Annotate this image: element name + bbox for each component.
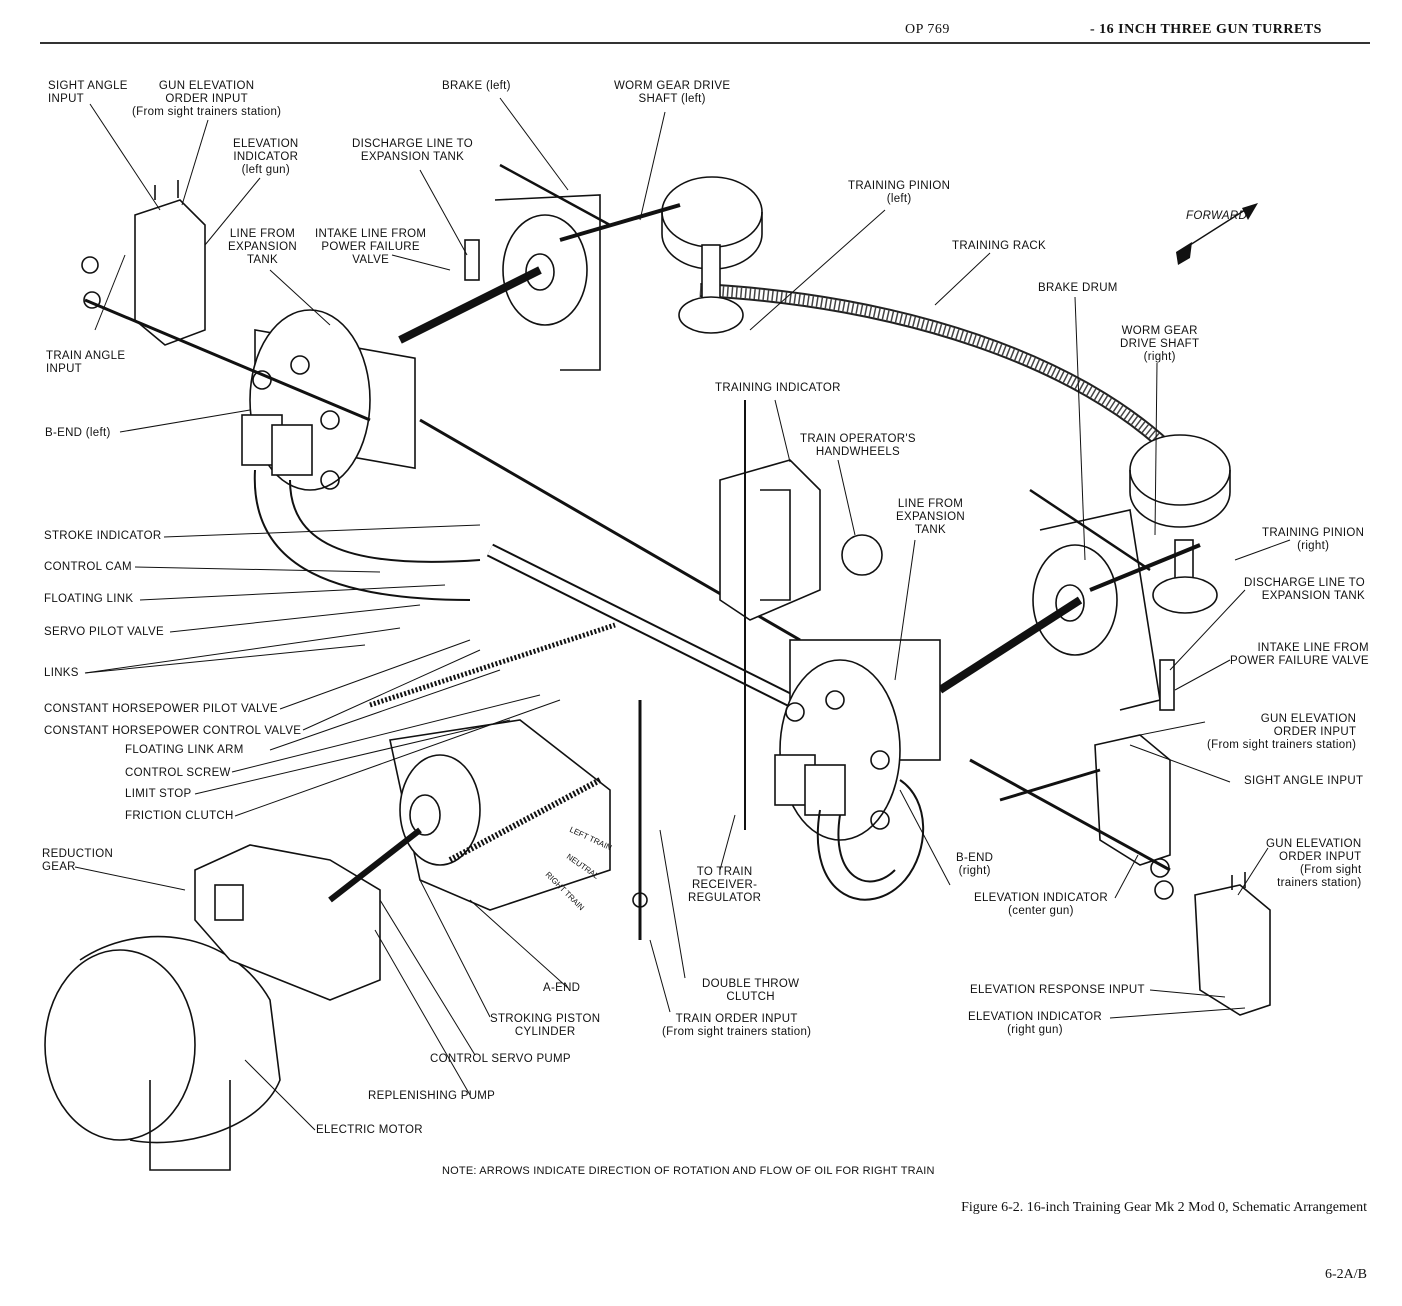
label-b-end-right: B-END (right) — [956, 852, 994, 877]
training-pinion-left — [661, 176, 763, 334]
figure-note: NOTE: ARROWS INDICATE DIRECTION OF ROTAT… — [442, 1165, 935, 1177]
label-gun-elevation-order-input-left: GUN ELEVATION ORDER INPUT (From sight tr… — [132, 80, 282, 118]
label-constant-horsepower-pilot-valve: CONSTANT HORSEPOWER PILOT VALVE — [44, 703, 278, 715]
label-elevation-indicator-center: ELEVATION INDICATOR (center gun) — [974, 892, 1108, 917]
label-training-rack: TRAINING RACK — [952, 240, 1046, 252]
label-gun-elevation-order-input-center: GUN ELEVATION ORDER INPUT (From sight tr… — [1207, 713, 1357, 751]
label-double-throw-clutch: DOUBLE THROW CLUTCH — [702, 978, 800, 1003]
label-discharge-line-right: DISCHARGE LINE TO EXPANSION TANK — [1244, 577, 1365, 602]
electric-motor — [44, 935, 281, 1171]
label-stroke-indicator: STROKE INDICATOR — [44, 530, 162, 542]
label-constant-horsepower-control-valve: CONSTANT HORSEPOWER CONTROL VALVE — [44, 725, 302, 737]
header-rule — [40, 42, 1370, 44]
page-number: 6-2A/B — [1325, 1267, 1367, 1282]
elevation-indicator-right — [1194, 872, 1271, 1016]
long-shaft-left — [398, 266, 542, 344]
label-reduction-gear: REDUCTION GEAR — [42, 848, 114, 873]
long-shaft-right — [937, 596, 1083, 694]
training-rack — [699, 283, 1180, 460]
label-forward: FORWARD — [1186, 210, 1248, 222]
train-operator-handwheel — [841, 534, 883, 576]
label-train-order-input: TRAIN ORDER INPUT (From sight trainers s… — [662, 1013, 812, 1038]
label-servo-pilot-valve: SERVO PILOT VALVE — [44, 626, 164, 638]
label-line-from-expansion-tank-left: LINE FROM EXPANSION TANK — [228, 228, 297, 266]
label-links: LINKS — [44, 667, 79, 679]
label-line-from-expansion-tank-right: LINE FROM EXPANSION TANK — [896, 498, 965, 536]
brake-left — [464, 163, 611, 371]
label-sight-angle-input-right: SIGHT ANGLE INPUT — [1244, 775, 1364, 787]
label-elevation-response-input: ELEVATION RESPONSE INPUT — [970, 984, 1145, 996]
label-floating-link-arm: FLOATING LINK ARM — [125, 744, 244, 756]
label-replenishing-pump: REPLENISHING PUMP — [368, 1090, 496, 1102]
elevation-indicator-center — [1094, 734, 1171, 866]
training-indicator-box — [719, 459, 821, 621]
label-sight-angle-input-left: SIGHT ANGLE INPUT — [48, 80, 128, 105]
label-train-operators-handwheels: TRAIN OPERATOR'S HANDWHEELS — [800, 433, 916, 458]
label-worm-gear-drive-shaft-left: WORM GEAR DRIVE SHAFT (left) — [614, 80, 731, 105]
training-pinion-right — [1129, 434, 1231, 614]
label-worm-gear-drive-shaft-right: WORM GEAR DRIVE SHAFT (right) — [1120, 325, 1200, 363]
label-to-train-receiver-regulator: TO TRAIN RECEIVER- REGULATOR — [688, 866, 762, 904]
label-floating-link: FLOATING LINK — [44, 593, 134, 605]
leader-lines — [74, 97, 1291, 1131]
label-training-pinion-left: TRAINING PINION (left) — [848, 180, 951, 205]
label-control-cam: CONTROL CAM — [44, 561, 132, 573]
forward-arrow — [1176, 203, 1258, 265]
label-discharge-line-left: DISCHARGE LINE TO EXPANSION TANK — [352, 138, 473, 163]
label-stroking-piston-cylinder: STROKING PISTON CYLINDER — [490, 1013, 601, 1038]
b-end-right — [774, 639, 941, 901]
figure-caption: Figure 6-2. 16-inch Training Gear Mk 2 M… — [961, 1200, 1367, 1215]
brake-right — [1029, 488, 1175, 711]
document-title: - 16 INCH THREE GUN TURRETS — [1090, 22, 1322, 37]
elevation-indicator-left — [134, 180, 206, 346]
label-b-end-left: B-END (left) — [45, 427, 111, 439]
label-training-indicator: TRAINING INDICATOR — [715, 382, 841, 394]
label-control-servo-pump: CONTROL SERVO PUMP — [430, 1053, 571, 1065]
label-brake-left: BRAKE (left) — [442, 80, 511, 92]
label-limit-stop: LIMIT STOP — [125, 788, 192, 800]
b-end-left — [241, 309, 416, 491]
label-training-pinion-right: TRAINING PINION (right) — [1262, 527, 1365, 552]
document-id: OP 769 — [905, 22, 950, 37]
label-intake-line-left: INTAKE LINE FROM POWER FAILURE VALVE — [315, 228, 427, 266]
label-intake-line-right: INTAKE LINE FROM POWER FAILURE VALVE — [1230, 642, 1369, 667]
label-electric-motor: ELECTRIC MOTOR — [316, 1124, 423, 1136]
label-friction-clutch: FRICTION CLUTCH — [125, 810, 234, 822]
reduction-gear — [194, 844, 381, 1001]
label-elevation-indicator-left: ELEVATION INDICATOR (left gun) — [233, 138, 299, 176]
label-a-end: A-END — [543, 982, 581, 994]
label-train-angle-input: TRAIN ANGLE INPUT — [46, 350, 126, 375]
label-brake-drum: BRAKE DRUM — [1038, 282, 1118, 294]
label-elevation-indicator-right: ELEVATION INDICATOR (right gun) — [968, 1011, 1102, 1036]
label-control-screw: CONTROL SCREW — [125, 767, 231, 779]
label-gun-elevation-order-input-right: GUN ELEVATION ORDER INPUT (From sight tr… — [1266, 838, 1362, 889]
a-end — [389, 719, 611, 911]
